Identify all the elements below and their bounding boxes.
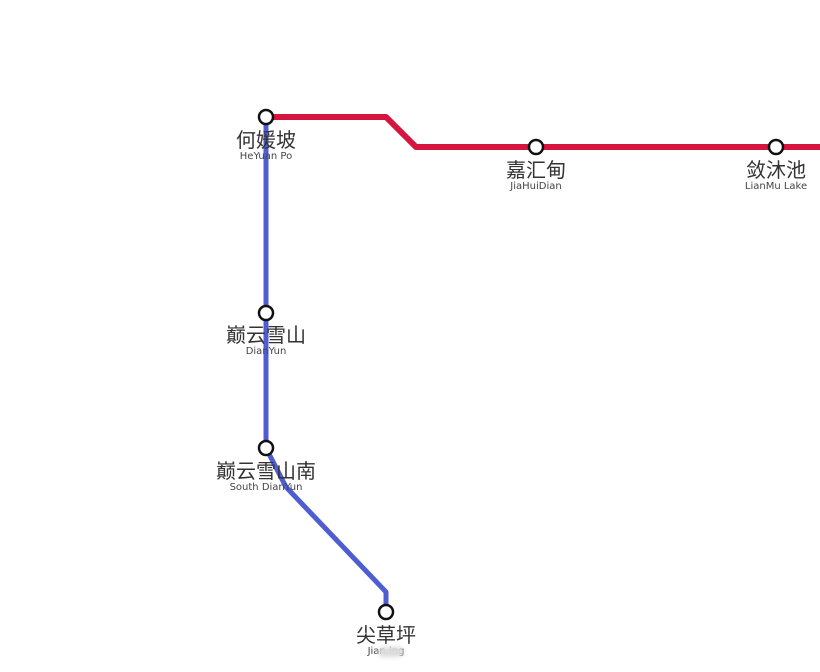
blurred-patch [378, 647, 404, 657]
station-marker-jiahuidian[interactable] [527, 138, 545, 156]
station-label-dianyunxueshan[interactable]: 巅云雪山 DianYun [226, 324, 306, 357]
station-marker-dianyunxueshan[interactable] [257, 304, 275, 322]
station-marker-heyuanpo[interactable] [257, 108, 275, 126]
station-label-heyuanpo[interactable]: 何媛坡 HeYuan Po [236, 129, 296, 162]
station-label-jiahuidian[interactable]: 嘉汇甸 JiaHuiDian [506, 159, 566, 192]
station-marker-lianmuchi[interactable] [767, 138, 785, 156]
station-name: 尖草坪 [356, 623, 416, 647]
red-line [266, 114, 820, 150]
station-name: 嘉汇甸 [506, 158, 566, 182]
station-label-dianyunxueshan-south[interactable]: 巅云雪山南 South DianYun [216, 460, 316, 493]
station-name-en: LianMu Lake [744, 181, 808, 192]
station-name-en: DianYun [245, 346, 287, 357]
station-name: 巅云雪山南 [216, 459, 316, 483]
station-name: 敛沐池 [746, 158, 806, 182]
station-name-en: HeYuan Po [239, 151, 293, 162]
station-marker-jiancaoping[interactable] [377, 603, 395, 621]
station-name: 何媛坡 [236, 128, 296, 152]
station-label-lianmuchi[interactable]: 敛沐池 LianMu Lake [745, 159, 807, 192]
station-marker-dianyunxueshan-south[interactable] [257, 439, 275, 457]
station-name: 巅云雪山 [226, 323, 306, 347]
station-name-en: South DianYun [229, 482, 303, 493]
station-name-en: JiaHuiDian [510, 181, 562, 192]
blue-line [263, 117, 389, 612]
